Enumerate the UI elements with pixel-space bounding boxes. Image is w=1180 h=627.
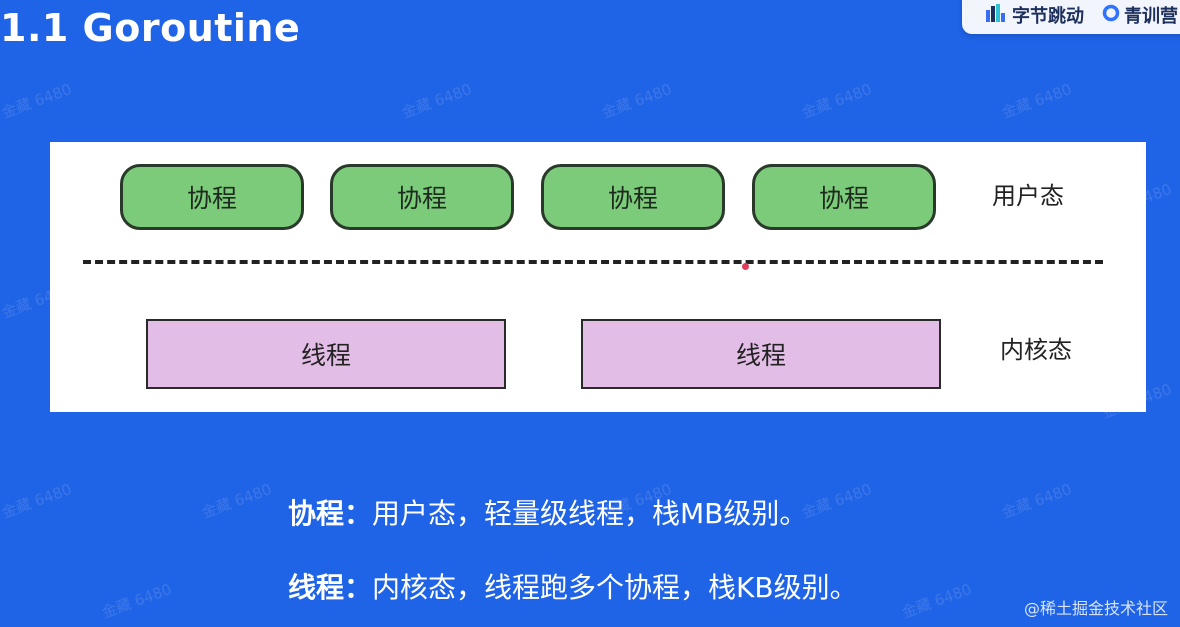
kernel-mode-label: 内核态	[1000, 336, 1072, 364]
site-credit: @稀土掘金技术社区	[1023, 599, 1168, 618]
bar-chart-logo-icon	[986, 4, 1005, 22]
watermark-text: 金藏 6480	[899, 580, 975, 622]
coroutine-term: 协程：	[288, 497, 373, 530]
coroutine-box: 协程	[120, 164, 304, 230]
watermark-text: 金藏 6480	[99, 580, 175, 622]
watermark-text: 金藏 6480	[999, 80, 1075, 122]
slide-title: 1.1 Goroutine	[0, 6, 301, 50]
watermark-text: 金藏 6480	[199, 480, 275, 522]
thread-box: 线程	[581, 319, 941, 389]
watermark-text: 金藏 6480	[599, 80, 675, 122]
cursor-dot	[742, 263, 749, 270]
watermark-text: 金藏 6480	[799, 480, 875, 522]
camp-label: 青训营	[1124, 6, 1178, 27]
brand-header: 字节跳动 青训营	[962, 0, 1180, 34]
thread-term: 线程：	[288, 571, 373, 604]
coroutine-description: 协程：用户态，轻量级线程，栈MB级别。	[288, 492, 807, 532]
mode-divider	[83, 260, 1103, 264]
watermark-text: 金藏 6480	[399, 80, 475, 122]
thread-box: 线程	[146, 319, 506, 389]
thread-description: 线程：内核态，线程跑多个协程，栈KB级别。	[288, 566, 858, 606]
watermark-text: 金藏 6480	[999, 480, 1075, 522]
goroutine-diagram: 协程 协程 协程 协程 用户态 线程 线程 内核态	[50, 142, 1146, 412]
watermark-text: 金藏 6480	[0, 80, 75, 122]
coroutine-text: 用户态，轻量级线程，栈MB级别。	[372, 497, 808, 530]
coroutine-box: 协程	[541, 164, 725, 230]
thread-text: 内核态，线程跑多个协程，栈KB级别。	[372, 571, 858, 604]
ring-logo-icon	[1102, 4, 1120, 22]
watermark-text: 金藏 6480	[799, 80, 875, 122]
bytedance-label: 字节跳动	[1012, 6, 1084, 27]
watermark-text: 金藏 6480	[0, 480, 75, 522]
coroutine-box: 协程	[752, 164, 936, 230]
coroutine-box: 协程	[330, 164, 514, 230]
user-mode-label: 用户态	[992, 182, 1064, 210]
